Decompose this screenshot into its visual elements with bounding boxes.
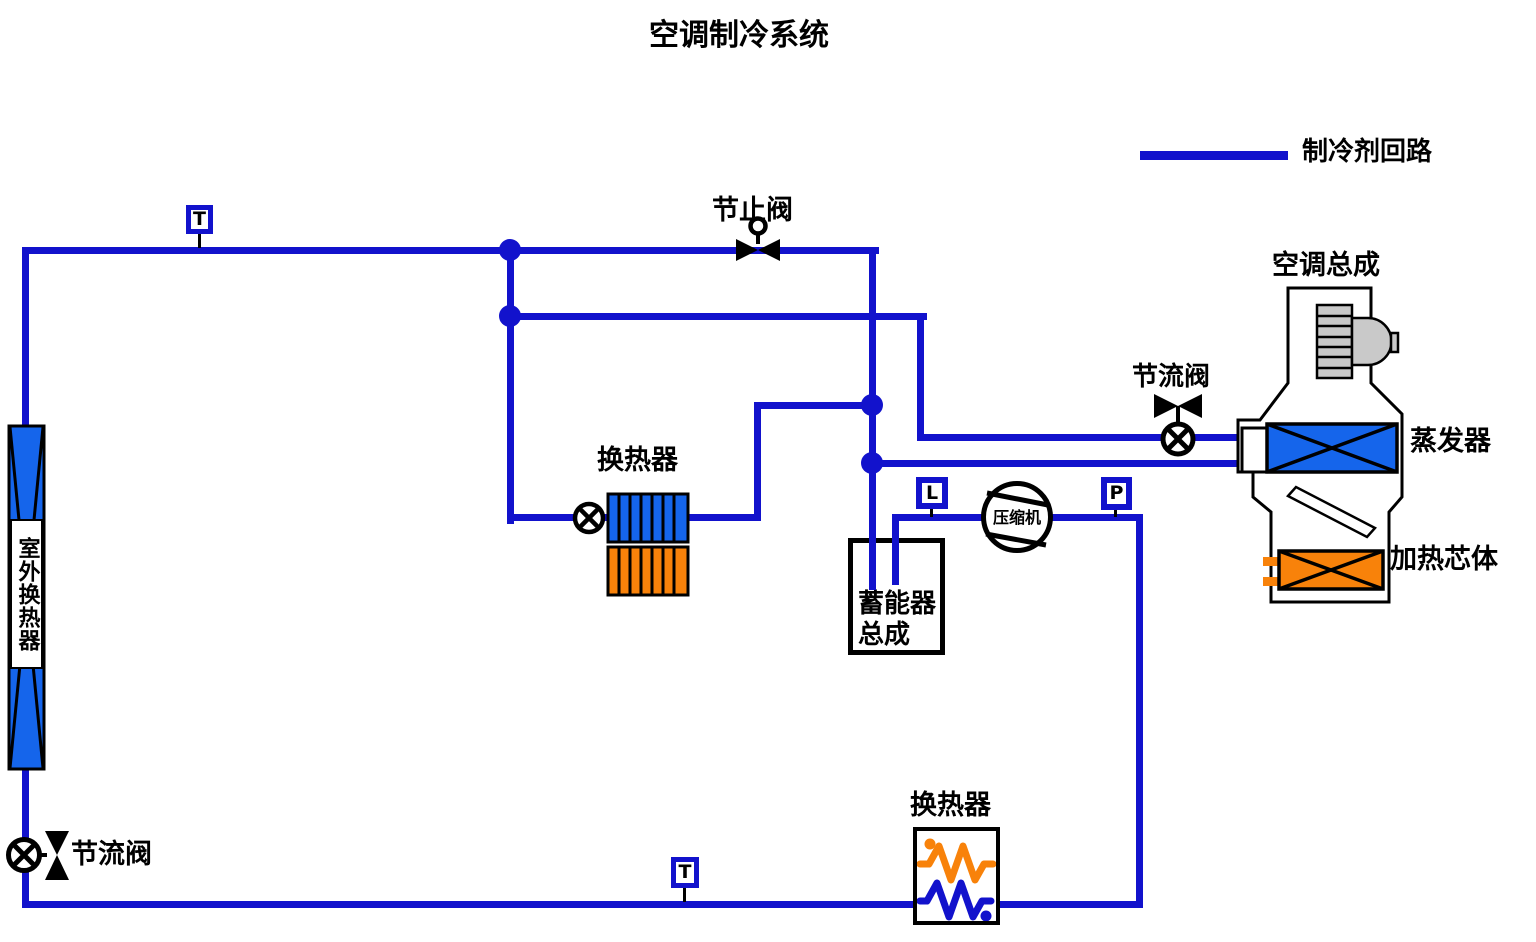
heat-exchanger-coils	[916, 838, 997, 922]
pipe-segment	[917, 313, 924, 441]
legend-refrigerant-line	[1140, 151, 1288, 160]
pipe-junction	[499, 305, 521, 327]
legend-label: 制冷剂回路	[1302, 137, 1433, 167]
throttle-valve-outdoor-icon	[6, 837, 42, 873]
stop-valve-label: 节止阀	[712, 195, 793, 226]
pipe-segment	[507, 313, 927, 320]
temperature-sensor-bottom: T	[671, 857, 699, 888]
sensor-stem	[930, 509, 933, 517]
evaporator-label: 蒸发器	[1410, 426, 1491, 457]
pipe-junction	[499, 239, 521, 261]
temperature-sensor-top: T	[186, 205, 213, 234]
sensor-stem	[198, 234, 201, 248]
heat-exchanger-bottom	[913, 827, 1000, 925]
stop-valve-icon	[736, 216, 780, 261]
sensor-stem	[1114, 509, 1117, 517]
pipe-segment	[507, 247, 514, 524]
hvac-assembly	[1236, 286, 1404, 604]
throttle-valve-evap-label: 节流阀	[1132, 362, 1211, 392]
pressure-sensor: P	[1101, 477, 1132, 510]
pipe-segment	[22, 901, 1143, 908]
pipe-segment	[22, 247, 29, 428]
pipe-segment	[754, 402, 876, 409]
pipe-junction	[861, 394, 883, 416]
blower-motor-icon	[1350, 316, 1393, 367]
throttle-valve-evap-icon	[1160, 421, 1196, 457]
pipe-segment	[869, 460, 1247, 467]
sensor-stem	[683, 888, 686, 902]
heat-exchanger-valve-icon	[572, 501, 606, 535]
accumulator-label: 蓄能器 总成	[858, 589, 937, 650]
valve-stem	[38, 853, 47, 857]
evaporator-connector	[1240, 426, 1270, 474]
throttle-valve-outdoor-label: 节流阀	[71, 839, 152, 870]
heater-core-label: 加热芯体	[1390, 544, 1498, 575]
pipe-junction	[861, 452, 883, 474]
pipe-segment	[1136, 514, 1143, 908]
page-title: 空调制冷系统	[649, 18, 829, 53]
pipe-segment	[917, 434, 1247, 441]
pipe-segment	[754, 402, 761, 521]
hvac-assembly-label: 空调总成	[1272, 250, 1380, 281]
heat-exchanger-mid	[606, 492, 690, 597]
liquid-level-sensor: L	[916, 477, 948, 509]
pipe-segment	[22, 247, 879, 254]
compressor: 压缩机	[981, 481, 1053, 553]
pipe-segment	[892, 514, 899, 585]
throttle-valve-outdoor-body	[45, 831, 69, 880]
outdoor-heat-exchanger-label: 室外换热器	[10, 519, 43, 669]
heat-exchanger-bottom-label: 换热器	[910, 790, 991, 821]
damper-flap-icon	[1285, 485, 1378, 539]
compressor-label: 压缩机	[993, 508, 1041, 527]
pipe-segment	[869, 247, 876, 590]
heat-exchanger-mid-label: 换热器	[597, 445, 678, 476]
